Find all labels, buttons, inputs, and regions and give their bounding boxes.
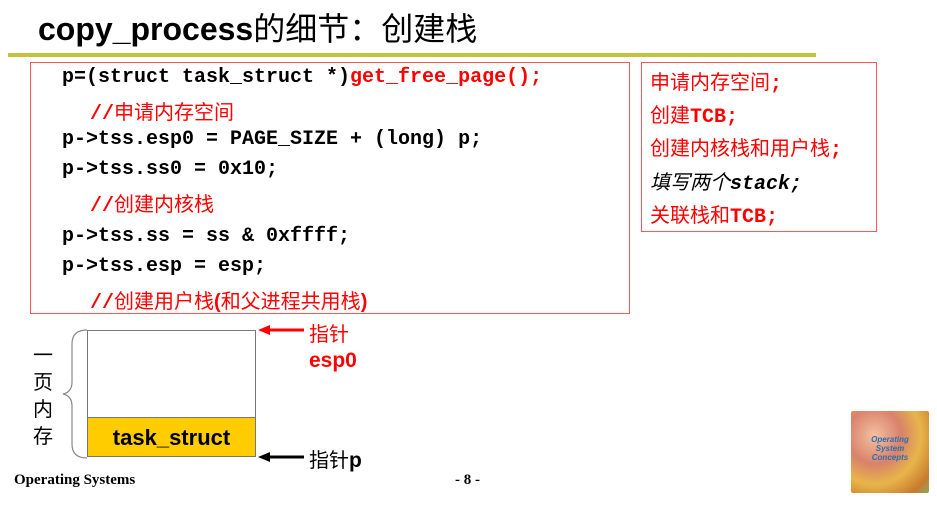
summary-item-3: 创建内核栈和用户栈; [650,132,842,162]
arrow-left-icon [258,452,304,462]
code-line-7: p->tss.esp = esp; [62,255,267,278]
comment-prefix: // [90,292,115,315]
summary-tail: ; [790,173,803,196]
comment-paren-body: 和父进程共用栈 [220,289,361,313]
comment-paren: ( [214,291,221,313]
pointer-var: esp0 [309,349,357,372]
summary-text: 填写两个 [650,170,730,194]
code-line-1: p=(struct task_struct *)get_free_page(); [62,66,542,89]
page-number: - 8 - [455,472,480,488]
footer-course: Operating Systems [14,472,136,488]
arrow-left-icon [258,325,304,335]
label-char: 内 [33,397,53,421]
comment-text: 申请内存空间 [114,100,235,124]
summary-tail: ; [770,73,783,96]
summary-tail: ; [830,139,843,162]
pointer-text: 指针 [309,324,349,346]
comment-text: 创建用户栈 [114,289,215,313]
summary-tail: ; [726,106,739,129]
summary-box [641,62,877,232]
summary-item-2: 创建TCB; [650,99,738,129]
code-comment-3: //创建用户栈(和父进程共用栈) [90,285,367,315]
label-char: 存 [33,424,53,448]
code-comment-1: //申请内存空间 [90,96,234,126]
code-box [30,62,630,314]
summary-text: 关联栈和 [650,203,730,227]
code-line-6: p->tss.ss = ss & 0xffff; [62,225,351,248]
summary-text: 申请内存空间 [650,70,770,94]
p-pointer-label: 指针p [309,444,362,473]
summary-item-1: 申请内存空间; [650,66,782,96]
pointer-var: p [349,449,362,472]
code-text: p=(struct task_struct *) [62,66,351,89]
label-char: 一 [33,343,53,367]
brace-icon [62,329,88,459]
comment-paren: ) [360,291,368,313]
summary-item-5: 关联栈和TCB; [650,199,778,229]
slide-title: copy_process的细节：创建栈 [38,4,477,50]
comment-prefix: // [90,195,115,218]
summary-mono: TCB [730,206,767,229]
code-comment-2: //创建内核栈 [90,188,214,218]
esp0-pointer-label: 指针 esp0 [309,318,357,373]
label-char: 页 [33,370,53,394]
summary-tail: ; [766,206,779,229]
code-line-4: p->tss.ss0 = 0x10; [62,158,279,181]
summary-mono: TCB [690,106,727,129]
title-cn: 的细节：创建栈 [253,11,478,47]
task-struct-block: task_struct [87,417,256,457]
code-highlight: get_free_page(); [350,66,543,89]
pointer-text: 指针 [309,450,349,472]
title-code: copy_process [38,11,254,47]
summary-text: 创建内核栈和用户栈 [650,136,830,160]
book-cover-image: Operating System Concepts [851,411,929,493]
summary-text: 创建 [650,103,690,127]
code-line-3: p->tss.esp0 = PAGE_SIZE + (long) p; [62,128,483,151]
title-divider [8,53,816,57]
summary-mono: stack [730,173,791,196]
page-memory-label: 一 页 内 存 [30,342,56,450]
summary-item-4: 填写两个stack; [650,166,802,196]
comment-text: 创建内核栈 [114,192,215,216]
comment-prefix: // [90,103,115,126]
book-cover-title: Operating System Concepts [871,435,909,462]
